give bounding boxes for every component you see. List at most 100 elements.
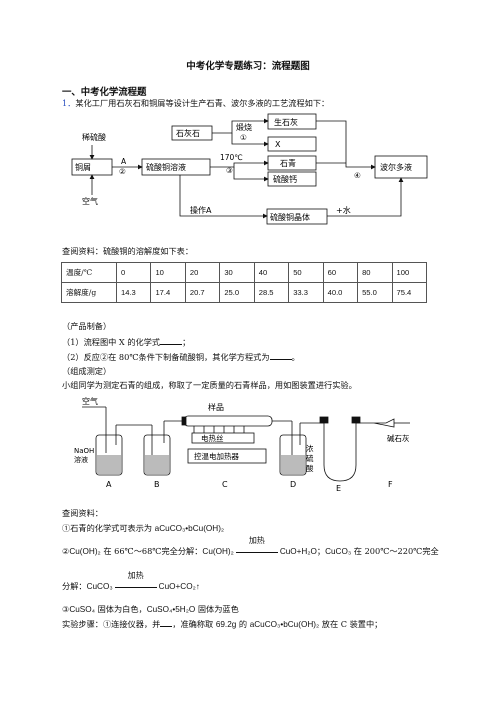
flow-calcium-sulfate: 硫酸钙 — [273, 174, 297, 184]
composition-heading: （组成测定） — [62, 366, 112, 376]
app-heater-wire-label: 电热丝 — [201, 433, 224, 443]
flow-step-a: A — [121, 157, 127, 166]
table-cell: 50 — [288, 262, 324, 283]
table-cell: 40.0 — [322, 282, 359, 303]
ref-2-formula: Cu(OH)₂ — [69, 547, 101, 556]
flow-limestone: 石灰石 — [176, 128, 200, 138]
ref-2-text: 在 66℃～68℃完全分解： — [100, 546, 203, 556]
ref-3-product: CuO+CO₂↑ — [158, 582, 200, 591]
flow-step-2: ② — [119, 167, 126, 176]
flow-quicklime: 生石灰 — [274, 117, 298, 127]
ref-1: ①石青的化学式可表示为 aCuCO₃•bCu(OH)₂ — [62, 523, 224, 534]
heater-wire-box — [191, 432, 255, 444]
app-label-b: B — [154, 480, 160, 489]
table-cell: 25.0 — [219, 282, 255, 303]
ref-2-reactant: Cu(OH)₂ — [202, 547, 234, 556]
u-tube-e — [323, 423, 357, 482]
table-cell: 20 — [184, 262, 221, 283]
ref-1-text: ①石青的化学式可表示为 — [62, 523, 155, 533]
ref-3-text: 分解： — [62, 581, 87, 591]
answer-blank[interactable] — [160, 618, 173, 627]
flow-x: X — [275, 140, 281, 149]
flow-plus-water: +水 — [336, 205, 351, 215]
app-label-a: A — [106, 480, 112, 489]
ref-5-text-4: 放在 C 装置中； — [319, 619, 383, 629]
ref-1-formula: aCuCO₃•bCu(OH)₂ — [154, 524, 225, 533]
solubility-table: 温度/℃ 0 10 20 30 40 50 60 80 100 溶解度/g 14… — [61, 262, 427, 303]
table-cell: 100 — [391, 262, 427, 283]
table-row: 温度/℃ 0 10 20 30 40 50 60 80 100 — [61, 262, 427, 283]
experiment-apparatus-diagram: 空气 样品 NaOH 溶液 电热丝 控温电加热器 浓 硫 酸 碱石灰 A B C… — [74, 396, 410, 493]
ref-5: 实验步骤：①连接仪器，并，准确称取 69.2g 的 aCuCO₃•bCu(OH)… — [62, 618, 382, 630]
flow-copper-scrap: 铜屑 — [75, 162, 91, 172]
app-soda-lime-label: 碱石灰 — [387, 433, 410, 443]
question-1-2-end: 。 — [291, 352, 300, 362]
prep-heading: （产品制备） — [62, 321, 112, 331]
ref-2-product: CuO+H₂O — [279, 547, 317, 556]
app-conc-1: 浓 — [306, 444, 314, 453]
flow-temp: 170℃ — [220, 153, 243, 162]
ref-5-text-2: ，准确称取 — [172, 619, 216, 629]
heat-condition: 加热 — [113, 571, 159, 592]
app-conc-2: 硫 — [306, 453, 314, 463]
ref-4-text: 固体为白色， — [94, 604, 147, 614]
ref-5-text: 实验步骤：①连接仪器，并 — [62, 619, 161, 629]
table-row: 溶解度/g 14.3 17.4 20.7 25.0 28.5 33.3 40.0… — [61, 282, 427, 303]
app-sample-label: 样品 — [208, 402, 224, 412]
temperature-heater-box — [187, 448, 267, 464]
answer-blank[interactable] — [160, 336, 183, 345]
table-header-solubility: 溶解度/g — [61, 282, 117, 303]
flow-calcine: 煅烧 — [236, 122, 252, 132]
ref-5-formula: aCuCO₃•bCu(OH)₂ — [249, 620, 320, 629]
table-cell: 60 — [322, 262, 359, 283]
ref-2-cuco3: CuCO₃ — [325, 547, 352, 556]
flow-bordeaux: 波尔多液 — [380, 162, 412, 172]
flow-dilute-acid: 稀硫酸 — [82, 132, 106, 142]
table-cell: 75.4 — [391, 282, 427, 303]
table-cell: 55.0 — [357, 282, 393, 303]
flow-step-3: ③ — [226, 166, 233, 175]
question-1-1-text: （1）流程图中 X 的化学式 — [62, 337, 161, 347]
question-1-1-end: ； — [182, 337, 191, 347]
table-cell: 20.7 — [184, 282, 221, 303]
app-naoh-label: NaOH — [74, 447, 94, 455]
flow-azurite: 石青 — [280, 158, 296, 168]
ref-3-reactant: CuCO₃ — [86, 582, 113, 591]
table-cell: 10 — [150, 262, 186, 283]
ref-4-hydrate: CuSO₄•5H₂O — [146, 605, 196, 614]
flow-air: 空气 — [82, 196, 98, 206]
ref-4-num: ③ — [62, 604, 70, 614]
app-label-f: F — [388, 480, 393, 489]
heat-condition: 加热 — [234, 536, 280, 557]
ref-4-text-2: 固体为蓝色 — [195, 604, 239, 614]
ref-4: ③CuSO₄ 固体为白色，CuSO₄•5H₂O 固体为蓝色 — [62, 604, 239, 615]
app-label-c: C — [222, 480, 228, 489]
bottle-d — [279, 434, 307, 476]
composition-text: 小组同学为测定石青的组成，称取了一定质量的石青样品，用如图装置进行实验。 — [62, 380, 357, 390]
ref-2-num: ② — [62, 546, 70, 556]
ref-5-mass: 69.2g — [215, 620, 237, 629]
section-heading: 一、中考化学流程题 — [62, 87, 147, 98]
table-cell: 33.3 — [288, 282, 324, 303]
heat-label: 加热 — [127, 571, 144, 580]
table-cell: 14.3 — [115, 282, 152, 303]
answer-blank[interactable] — [269, 351, 292, 360]
question-1-2: （2）反应②在 80℃条件下制备硫酸铜，其化学方程式为。 — [62, 351, 300, 363]
app-naoh-solution-label: 溶液 — [74, 455, 88, 464]
flow-copper-sulfate-crystal: 硫酸铜晶体 — [270, 212, 310, 222]
reaction-tube-c — [183, 415, 273, 427]
table-cell: 80 — [357, 262, 393, 283]
bottle-b — [143, 434, 171, 476]
flow-copper-sulfate-solution: 硫酸铜溶液 — [146, 162, 186, 172]
process-flow-diagram: 稀硫酸 铜屑 空气 A ② 硫酸铜溶液 石灰石 煅烧 ① 生石灰 X 170℃ … — [71, 113, 428, 225]
refs-heading: 查阅资料： — [62, 508, 103, 518]
ref-2-sep: ； — [316, 546, 326, 556]
table-cell: 17.4 — [150, 282, 186, 303]
app-conc-3: 酸 — [306, 463, 314, 473]
app-label-e: E — [336, 484, 341, 493]
table-cell: 28.5 — [253, 282, 290, 303]
question-number: 1． — [62, 98, 76, 108]
flow-operation-a: 操作A — [190, 205, 212, 215]
app-label-d: D — [290, 480, 296, 489]
